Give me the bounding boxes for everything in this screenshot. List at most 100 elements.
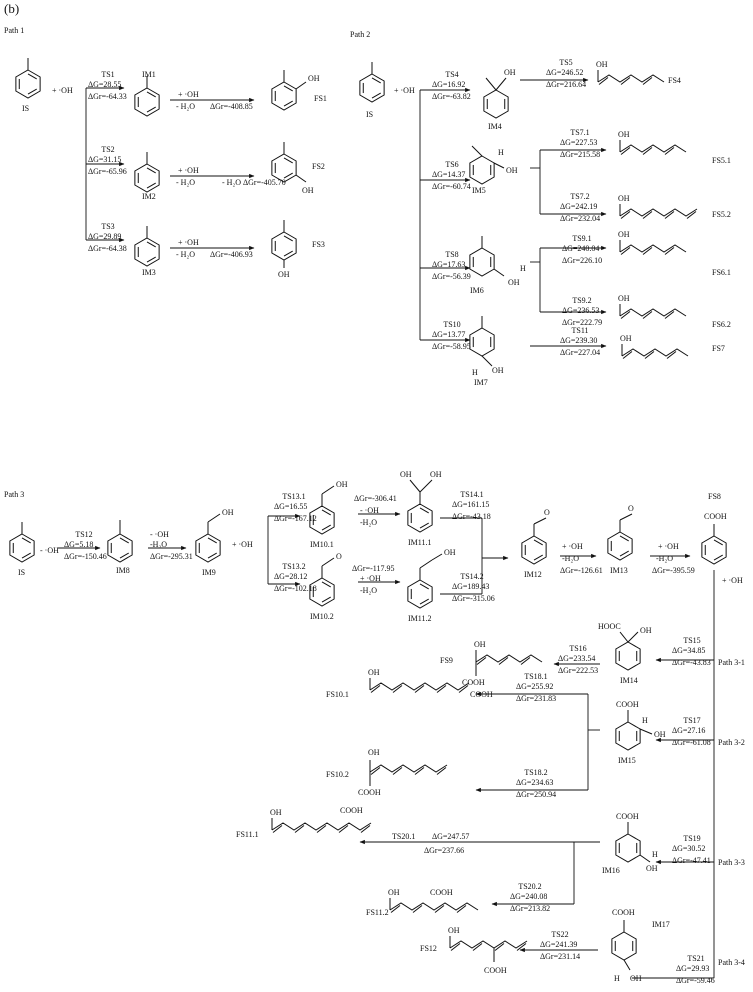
minus-oh-IM8: - ·OH <box>150 530 169 539</box>
FS6-1-chain <box>619 244 687 253</box>
FS9-oh: OH <box>474 640 486 649</box>
IS-path2-double-bond <box>371 77 381 84</box>
ts5-label: TS5 <box>559 58 573 67</box>
IM16-oh-bond <box>639 854 651 863</box>
IM15-h: H <box>642 716 648 725</box>
IM14-hooc: HOOC <box>598 622 621 631</box>
ts18-1-label: TS18.1 <box>524 672 548 681</box>
IM11-2-double-bond <box>419 598 429 605</box>
FS10-1-cooh: COOH <box>470 690 493 699</box>
FS6-1-chain-double-bond <box>620 247 631 255</box>
IM4-methyl <box>485 77 497 91</box>
FS10-1-chain <box>369 682 470 691</box>
ts17-dg: ΔG=27.16 <box>672 726 706 735</box>
ts11-dgr: ΔGr=227.04 <box>560 348 601 357</box>
IM2-ring <box>134 163 160 193</box>
IM6-oh: OH <box>508 278 520 287</box>
ts3-dgr: ΔGr=-64.38 <box>88 244 127 253</box>
h2o-13-1: -H₂O <box>360 518 378 527</box>
ts14-1-dg: ΔG=161.15 <box>452 500 490 509</box>
FS6-2-label: FS6.2 <box>712 320 731 329</box>
IM11-2-o-bond <box>419 559 433 569</box>
FS8-ring <box>701 535 727 565</box>
FS10-2-chain-double-bond <box>392 767 403 775</box>
IM6-label: IM6 <box>470 286 484 295</box>
IM7-h: H <box>472 368 478 377</box>
ts18-1-dg: ΔG=255.92 <box>516 682 554 691</box>
IM11-1-oh1-bond <box>409 479 421 493</box>
ts13-1-label: TS13.1 <box>282 492 306 501</box>
FS11-1-chain-double-bond <box>294 825 305 833</box>
ts2-label: TS2 <box>101 145 115 154</box>
FS11-2-chain-double-bond <box>390 905 401 913</box>
FS4-chain-double-bond <box>620 77 631 85</box>
FS8-double-bond <box>713 539 723 546</box>
ts16-label: TS16 <box>569 644 587 653</box>
IM9-dgr: ΔGr=-295.31 <box>150 552 193 561</box>
ts17-label: TS17 <box>683 716 701 725</box>
FS2-ring <box>271 153 297 183</box>
IM3-ring <box>134 237 160 267</box>
FS11-1-chain-double-bond <box>272 825 283 833</box>
IM9-double-bond <box>207 537 217 544</box>
IM10-2-label: IM10.2 <box>310 612 334 621</box>
FS4-chain <box>597 74 665 83</box>
FS6-2-chain-double-bond <box>642 311 653 319</box>
IM6-oh-bond <box>493 268 505 277</box>
ts19-label: TS19 <box>683 834 701 843</box>
FS10-2-oh: OH <box>368 748 380 757</box>
IM3-double-bond <box>146 256 156 263</box>
ts15-dgr: ΔGr=-43.83 <box>672 658 711 667</box>
FS11-1-cooh: COOH <box>340 806 363 815</box>
IM12-o-bond <box>533 517 547 525</box>
ts21-label: TS21 <box>687 954 705 963</box>
ts6-dgr: ΔGr=-60.74 <box>432 182 471 191</box>
FS9-chain-double-bond <box>498 657 509 665</box>
IS-path3-double-bond <box>21 537 31 544</box>
IS-path1-double-bond <box>27 88 37 95</box>
FS11-2-oh: OH <box>388 888 400 897</box>
plus-oh-13-2: + ·OH <box>360 574 381 583</box>
IM17-oh-bond <box>623 959 631 971</box>
ts22-dgr: ΔGr=231.14 <box>540 952 581 961</box>
FS3-double-bond <box>283 250 293 257</box>
ts7-1-label: TS7.1 <box>570 128 590 137</box>
ts10-dgr: ΔGr=-58.95 <box>432 342 471 351</box>
IM10-1-double-bond <box>321 524 331 531</box>
ts14-2-dgr: ΔGr=-315.06 <box>452 594 495 603</box>
panel-label: (b) <box>4 1 20 16</box>
IM11-2-label: IM11.2 <box>408 614 432 623</box>
branch-3-2-label: Path 3-2 <box>718 738 745 747</box>
IM1-ring <box>134 87 160 117</box>
ts4-dg: ΔG=16.92 <box>432 80 466 89</box>
FS6-2-oh: OH <box>618 294 630 303</box>
oh-to-FS2: + ·OH <box>178 166 199 175</box>
FS12-chain-double-bond <box>472 943 483 951</box>
ts1-label: TS1 <box>101 70 115 79</box>
ts15-dg: ΔG=34.85 <box>672 646 706 655</box>
ts8-label: TS8 <box>445 250 459 259</box>
IM9-oh: OH <box>222 508 234 517</box>
IM10-2-o-bond <box>321 557 335 567</box>
plus-oh-1: + ·OH <box>52 86 73 95</box>
FS10-2-label: FS10.2 <box>326 770 349 779</box>
IM13-double-bond <box>619 550 629 557</box>
ts12-dgr: ΔGr=-150.46 <box>64 552 107 561</box>
FS1-label: FS1 <box>314 94 327 103</box>
FS3-double-bond <box>283 235 293 242</box>
IM5-methyl <box>471 145 483 157</box>
IM17-h: H <box>614 974 620 983</box>
h2o-IM13: -H₂O <box>656 554 674 563</box>
FS6-1-label: FS6.1 <box>712 268 731 277</box>
IM12-o: O <box>544 508 550 517</box>
IM3-label: IM3 <box>142 268 156 277</box>
FS5-2-label: FS5.2 <box>712 210 731 219</box>
IM17-cooh: COOH <box>612 908 635 917</box>
FS7-chain-double-bond <box>666 351 677 359</box>
FS11-2-label: FS11.2 <box>366 908 389 917</box>
IM11-2-ring <box>407 579 433 609</box>
FS10-2-cooh: COOH <box>358 788 381 797</box>
IM2-double-bond <box>146 167 156 174</box>
IM10-1-ring <box>309 505 335 535</box>
IM2-double-bond <box>146 182 156 189</box>
